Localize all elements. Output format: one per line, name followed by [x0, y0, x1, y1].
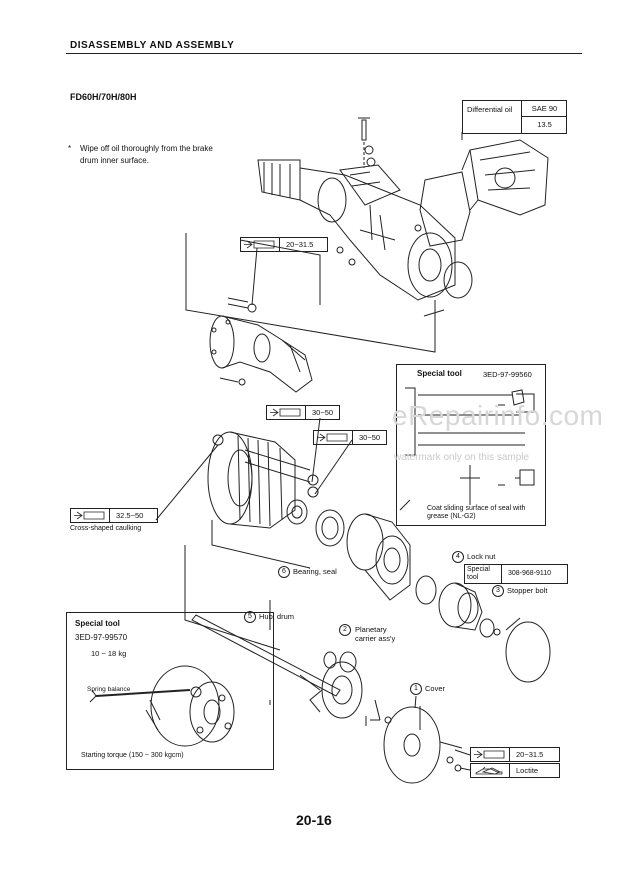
torque-box-4: 32.5~50 — [70, 508, 158, 523]
torque-box-5: 20~31.5 — [470, 747, 560, 762]
special-tool-box-2: Special tool 3ED-97-99570 10 ~ 18 kg Spr… — [66, 612, 274, 770]
section-title: DISASSEMBLY AND ASSEMBLY — [70, 40, 235, 51]
wrench-icon — [74, 511, 105, 520]
wrench-icon — [474, 750, 505, 759]
lock-nut-tool-part: 308-968-9110 — [501, 565, 551, 583]
caulking-caption: Cross-shaped caulking — [70, 525, 142, 532]
bearing-2 — [415, 575, 437, 605]
wrench-icon — [270, 408, 301, 417]
oil-quantity: 13.5 — [521, 117, 567, 133]
starting-torque-label: Starting torque (150 ~ 300 kgcm) — [81, 752, 184, 759]
tool-1-sketch — [405, 387, 535, 505]
special-tool-2-part: 3ED-97-99570 — [75, 633, 128, 642]
ring-gear — [438, 582, 483, 631]
special-tool-1-title: Special tool — [417, 369, 462, 378]
lock-nut-tool-label: Special tool — [467, 566, 490, 581]
model-label: FD60H/70H/80H — [70, 92, 137, 102]
torque-value-1: 20~31.5 — [279, 238, 313, 251]
page-number: 20-16 — [296, 812, 332, 828]
wrench-icon — [244, 240, 275, 249]
callout-num-6: 6 — [278, 566, 290, 578]
axle-housing — [257, 159, 456, 301]
planetary-carrier — [309, 651, 363, 719]
torque-value-4: 32.5~50 — [109, 509, 143, 522]
torque-box-1: 20~31.5 — [240, 237, 328, 252]
housing-top-right — [461, 139, 549, 216]
callout-label-4: Lock nut — [467, 551, 496, 561]
special-tool-1-part: 3ED-97-99560 — [483, 370, 532, 379]
callout-label-3: Stopper bolt — [507, 585, 548, 595]
breather — [358, 117, 370, 141]
special-tool-box-1: Special tool 3ED-97-99560 Coat sliding s… — [396, 364, 546, 526]
axle-shaft — [191, 614, 341, 697]
o-ring — [443, 261, 473, 299]
callout-num-5: 5 — [244, 611, 256, 623]
callout-num-4: 4 — [452, 551, 464, 563]
torque-value-3: 30~50 — [352, 431, 380, 444]
tool-2-sketch — [89, 665, 235, 747]
spindle — [209, 315, 313, 393]
cover-plate — [505, 621, 551, 683]
loctite-label: Loctite — [509, 764, 538, 777]
special-tool-2-force: 10 ~ 18 kg — [91, 649, 127, 658]
callout-label-1: Cover — [425, 683, 446, 693]
callout-num-2: 2 — [339, 624, 351, 636]
note-marker: * — [68, 144, 72, 153]
callout-num-3: 3 — [492, 585, 504, 597]
lock-nut-tool-box: Special tool 308-968-9110 — [464, 564, 568, 584]
special-tool-2-title: Special tool — [75, 619, 120, 628]
callout-label-5: Hub, drum — [259, 611, 295, 621]
special-tool-1-caption: Coat sliding surface of seal with grease… — [427, 505, 526, 520]
cover — [383, 706, 441, 784]
callout-num-1: 1 — [410, 683, 422, 695]
brake-drum — [207, 431, 296, 529]
watermark-sub: watermark only on this sample — [394, 452, 530, 463]
oil-label: Differential oil — [467, 105, 513, 114]
gasket — [419, 171, 471, 247]
wrench-icon — [317, 433, 348, 442]
oil-grade: SAE 90 — [521, 101, 567, 117]
bracket-a — [185, 233, 436, 353]
callout-label-2: Planetary carrier ass'y — [355, 625, 396, 643]
watermark-main: eRepairinfo.com — [392, 400, 604, 431]
bolts-upper — [219, 297, 257, 386]
torque-box-2: 30~50 — [266, 405, 340, 420]
torque-value-2: 30~50 — [305, 406, 333, 419]
loctite-box: Loctite — [470, 763, 560, 778]
spring-balance-label: Spring balance — [87, 686, 131, 693]
oil-table: Differential oil SAE 90 13.5 — [462, 100, 567, 134]
torque-value-5: 20~31.5 — [509, 748, 543, 761]
note-text: Wipe off oil thoroughly from the brake d… — [80, 144, 213, 165]
callout-label-6: Bearing, seal — [293, 566, 337, 576]
seal-ring — [286, 499, 308, 525]
torque-box-3: 30~50 — [313, 430, 387, 445]
loctite-icon — [475, 766, 503, 775]
bearing-1 — [315, 509, 345, 547]
hub — [346, 513, 411, 601]
header-rule — [66, 53, 582, 54]
